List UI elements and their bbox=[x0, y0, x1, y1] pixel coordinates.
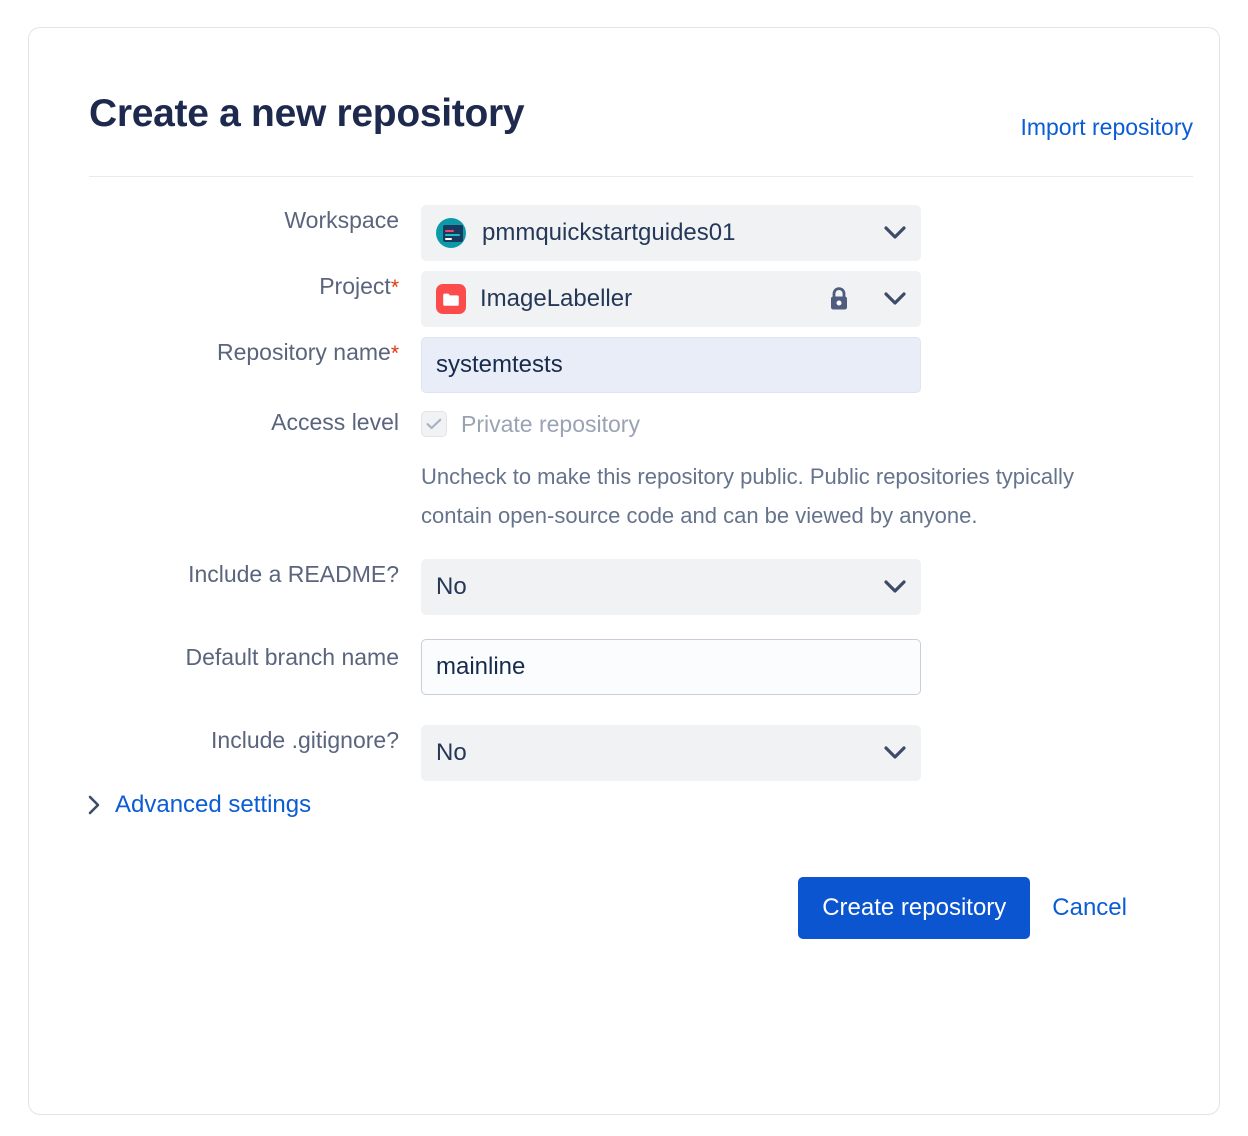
private-repository-checkbox[interactable] bbox=[421, 411, 447, 437]
project-value: ImageLabeller bbox=[480, 285, 633, 312]
include-readme-row: Include a README? No bbox=[89, 559, 1193, 615]
advanced-settings-toggle[interactable]: Advanced settings bbox=[81, 791, 311, 819]
chevron-down-icon bbox=[884, 292, 906, 306]
include-gitignore-row: Include .gitignore? No bbox=[89, 725, 1193, 781]
chevron-right-icon bbox=[81, 795, 107, 815]
create-repository-card: Create a new repository Import repositor… bbox=[28, 27, 1220, 1115]
repository-name-label: Repository name* bbox=[216, 339, 399, 365]
required-marker: * bbox=[390, 276, 399, 299]
private-repository-label: Private repository bbox=[461, 410, 640, 437]
chevron-down-icon bbox=[884, 226, 906, 240]
page-title: Create a new repository bbox=[89, 92, 525, 135]
check-icon bbox=[426, 418, 442, 430]
include-readme-label: Include a README? bbox=[188, 561, 399, 587]
workspace-avatar-icon bbox=[436, 218, 466, 248]
repository-name-input[interactable] bbox=[421, 337, 921, 393]
advanced-settings-label: Advanced settings bbox=[115, 791, 312, 818]
create-repository-button[interactable]: Create repository bbox=[798, 877, 1031, 939]
chevron-down-icon bbox=[884, 746, 906, 760]
private-repository-checkbox-row[interactable]: Private repository bbox=[421, 407, 1193, 439]
default-branch-input[interactable] bbox=[421, 639, 921, 695]
cancel-button[interactable]: Cancel bbox=[1052, 894, 1127, 921]
project-row: Project* ImageLabeller bbox=[89, 271, 1193, 327]
default-branch-row: Default branch name bbox=[89, 639, 1193, 695]
import-repository-link[interactable]: Import repository bbox=[1020, 114, 1193, 140]
workspace-value: pmmquickstartguides01 bbox=[482, 219, 736, 246]
default-branch-label: Default branch name bbox=[185, 644, 399, 670]
chevron-down-icon bbox=[884, 580, 906, 594]
required-marker: * bbox=[390, 342, 399, 365]
include-gitignore-label: Include .gitignore? bbox=[211, 727, 399, 753]
workspace-row: Workspace pmmquickstartguides01 bbox=[89, 205, 1193, 261]
repository-name-row: Repository name* bbox=[89, 337, 1193, 393]
project-select[interactable]: ImageLabeller bbox=[421, 271, 921, 327]
workspace-label: Workspace bbox=[284, 207, 399, 233]
lock-icon bbox=[828, 286, 850, 312]
folder-icon bbox=[436, 284, 466, 314]
include-readme-select[interactable]: No bbox=[421, 559, 921, 615]
include-readme-value: No bbox=[436, 573, 467, 600]
create-repository-form: Workspace pmmquickstartguides01 bbox=[88, 177, 1193, 939]
form-actions: Create repository Cancel bbox=[89, 877, 1193, 939]
card-header: Create a new repository Import repositor… bbox=[89, 84, 1193, 177]
access-level-help-text: Uncheck to make this repository public. … bbox=[421, 464, 1074, 528]
include-gitignore-value: No bbox=[436, 739, 467, 766]
access-level-label: Access level bbox=[271, 409, 399, 435]
project-label: Project* bbox=[319, 273, 399, 299]
workspace-select[interactable]: pmmquickstartguides01 bbox=[421, 205, 921, 261]
access-level-row: Access level Private repository Uncheck … bbox=[89, 407, 1193, 535]
include-gitignore-select[interactable]: No bbox=[421, 725, 921, 781]
